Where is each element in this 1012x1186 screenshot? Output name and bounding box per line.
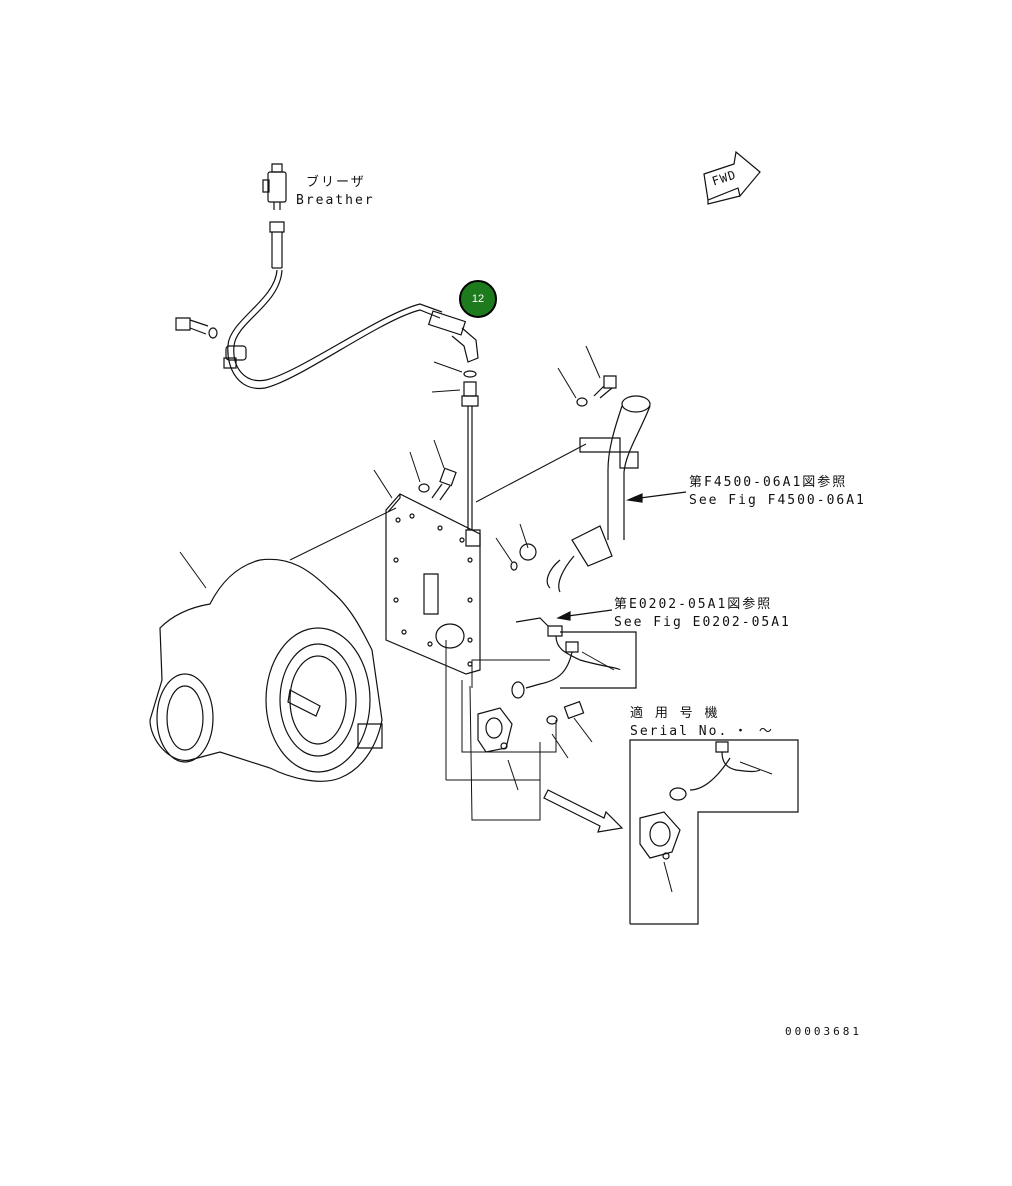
assembly-lines bbox=[290, 444, 586, 820]
fwd-arrow-icon bbox=[704, 152, 760, 204]
bracket-bolt bbox=[577, 376, 616, 406]
reference-arrow bbox=[558, 492, 686, 620]
ref-label-en-1[interactable]: See Fig F4500-06A1 bbox=[689, 493, 866, 508]
hose-elbow bbox=[429, 311, 478, 362]
cover-plate bbox=[386, 494, 480, 674]
serial-range: ・ ～ bbox=[734, 724, 774, 739]
plug bbox=[511, 544, 536, 570]
document-number: 00003681 bbox=[785, 1025, 862, 1038]
ref-label-en-2[interactable]: See Fig E0202-05A1 bbox=[614, 615, 791, 630]
o-ring bbox=[464, 371, 476, 377]
callout-12[interactable]: 12 bbox=[459, 280, 497, 318]
serial-detail-box bbox=[630, 740, 798, 924]
direction-arrow-icon bbox=[544, 790, 622, 832]
sensor-harness bbox=[478, 618, 636, 752]
ref-label-jp-1: 第F4500-06A1図参照 bbox=[689, 475, 848, 490]
cover-bolt bbox=[419, 468, 456, 500]
breather-hose bbox=[228, 270, 440, 388]
hose-clamp bbox=[224, 346, 246, 368]
filler-pipe bbox=[547, 396, 650, 592]
clamp-bolt bbox=[176, 318, 217, 338]
serial-label-jp: 適 用 号 機 bbox=[630, 706, 720, 721]
breather-label-en: Breather bbox=[296, 193, 375, 208]
breather-label-jp: ブリーザ bbox=[306, 175, 366, 190]
breather-icon bbox=[263, 164, 286, 210]
breather-fitting bbox=[270, 222, 284, 268]
axle-housing bbox=[150, 559, 382, 781]
serial-label-en: Serial No. bbox=[630, 724, 729, 739]
ref-label-jp-2: 第E0202-05A1図参照 bbox=[614, 597, 773, 612]
adapter-fitting bbox=[462, 382, 478, 530]
